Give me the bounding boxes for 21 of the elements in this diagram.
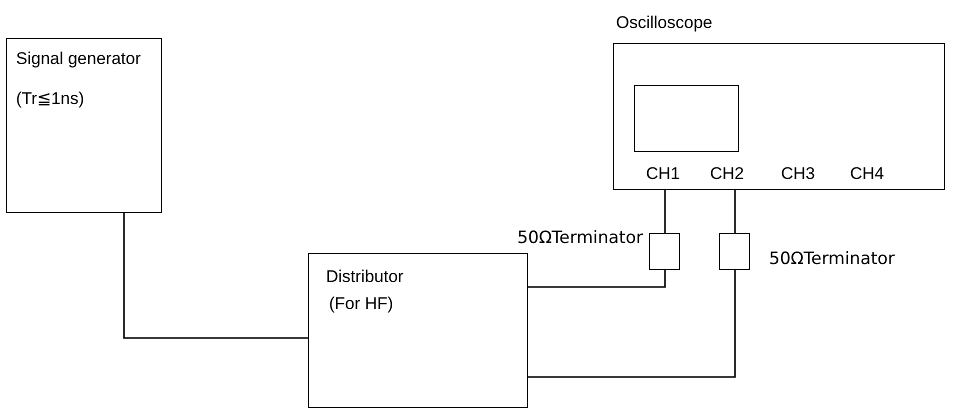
cable-line bbox=[528, 270, 666, 288]
channel-label: CH4 bbox=[850, 163, 884, 185]
terminator-label: 50ΩTerminator bbox=[769, 248, 895, 271]
terminator-label: 50ΩTerminator bbox=[517, 227, 643, 250]
cable-line bbox=[664, 190, 666, 233]
channel-label: CH3 bbox=[781, 163, 816, 185]
distributor-box bbox=[308, 253, 528, 408]
terminator-box bbox=[719, 233, 750, 270]
device-heading: Oscilloscope bbox=[616, 12, 712, 34]
generator-box bbox=[6, 38, 162, 213]
cable-line bbox=[528, 270, 736, 378]
box-text: Distributor bbox=[326, 266, 404, 288]
box-text: (Tr≦1ns) bbox=[16, 88, 86, 110]
channel-label: CH2 bbox=[710, 163, 744, 185]
cable-line bbox=[123, 213, 308, 339]
cable-line bbox=[734, 190, 736, 233]
channel-label: CH1 bbox=[646, 163, 680, 185]
terminator-box bbox=[649, 233, 680, 270]
oscilloscope-box bbox=[613, 43, 945, 190]
box-text: (For HF) bbox=[329, 292, 394, 314]
box-text: Signal generator bbox=[16, 48, 142, 70]
